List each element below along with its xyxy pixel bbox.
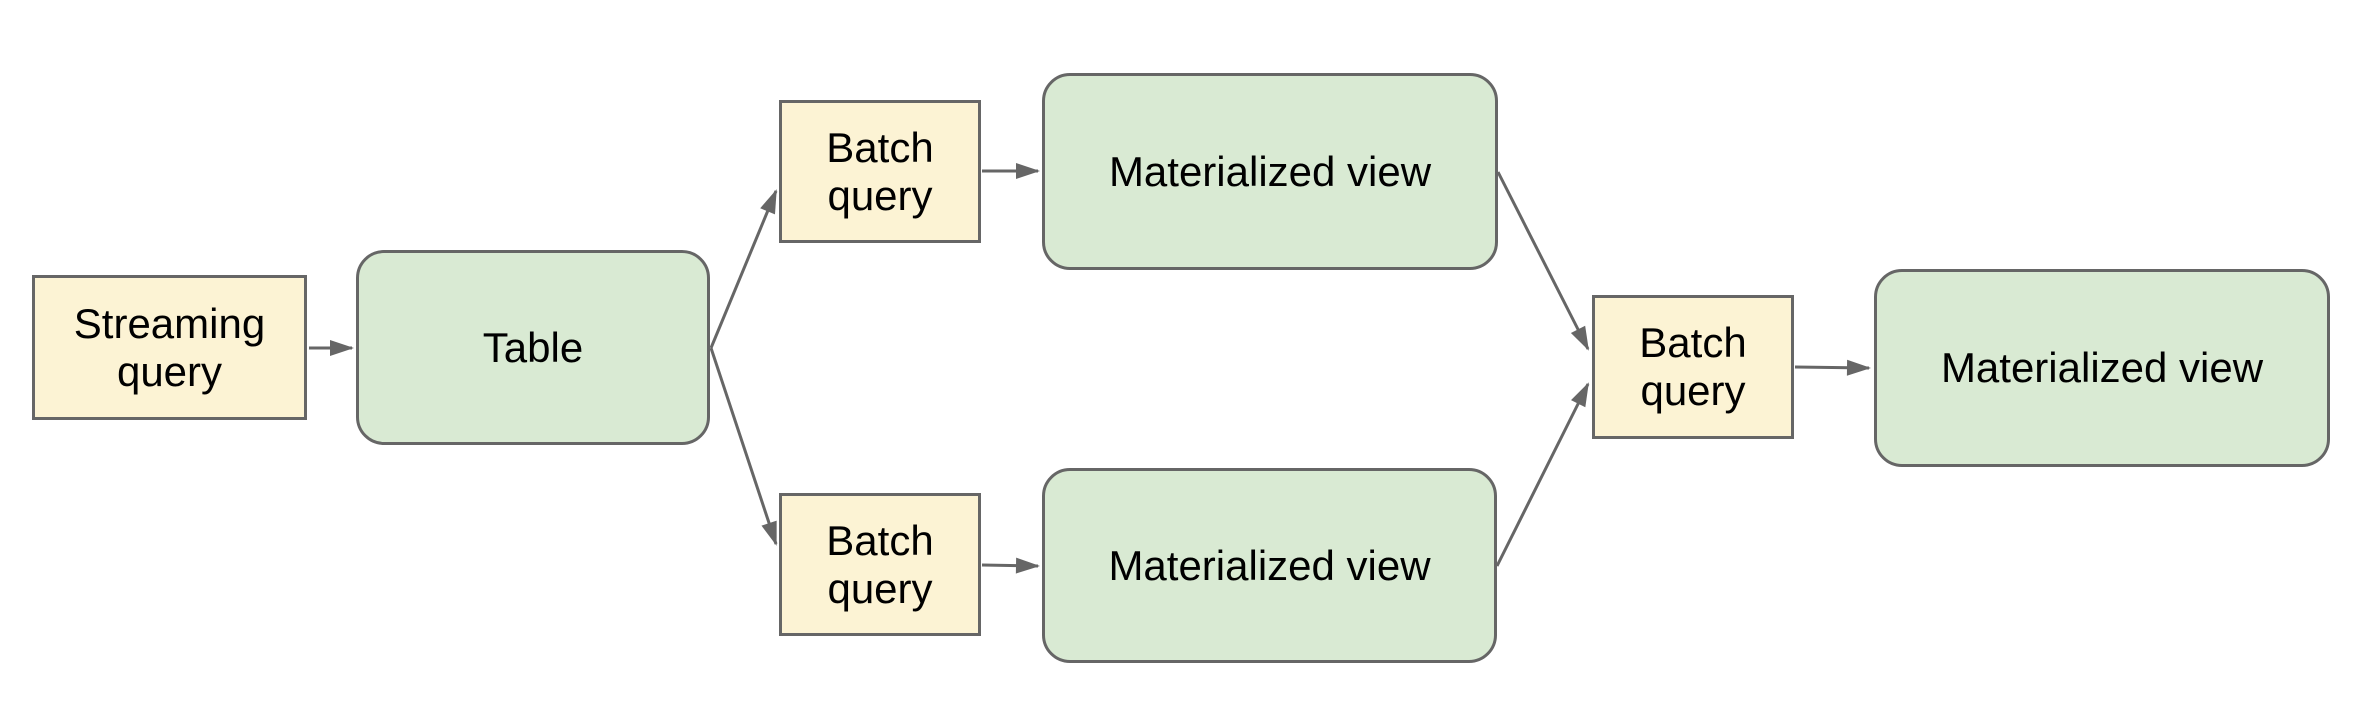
node-batch-query-center: Batch query	[1592, 295, 1794, 439]
node-batch-query-top: Batch query	[779, 100, 981, 243]
edge-table-to-batch-query-top	[709, 189, 778, 349]
edge-materialized-view-top-to-batch-query-center	[1496, 171, 1590, 351]
node-label: Materialized view	[1108, 541, 1431, 589]
node-materialized-view-final: Materialized view	[1874, 269, 2330, 467]
node-label: Batch query	[826, 516, 934, 612]
node-label: Materialized view	[1108, 147, 1432, 195]
edge-table-to-batch-query-bottom	[709, 347, 778, 546]
node-label: Streaming query	[73, 299, 266, 395]
node-label: Table	[482, 323, 584, 371]
node-table: Table	[356, 250, 710, 445]
edge-batch-query-center-to-materialized-view-final	[1794, 359, 1871, 376]
node-label: Batch query	[826, 123, 934, 219]
node-materialized-view-top: Materialized view	[1042, 73, 1498, 270]
node-batch-query-bottom: Batch query	[779, 493, 981, 636]
node-streaming-query: Streaming query	[32, 275, 307, 420]
edge-batch-query-bottom-to-materialized-view-bottom	[981, 557, 1040, 574]
edge-materialized-view-bottom-to-batch-query-center	[1495, 382, 1590, 567]
node-materialized-view-bottom: Materialized view	[1042, 468, 1497, 663]
node-label: Materialized view	[1940, 344, 2264, 392]
node-label: Batch query	[1639, 319, 1747, 414]
